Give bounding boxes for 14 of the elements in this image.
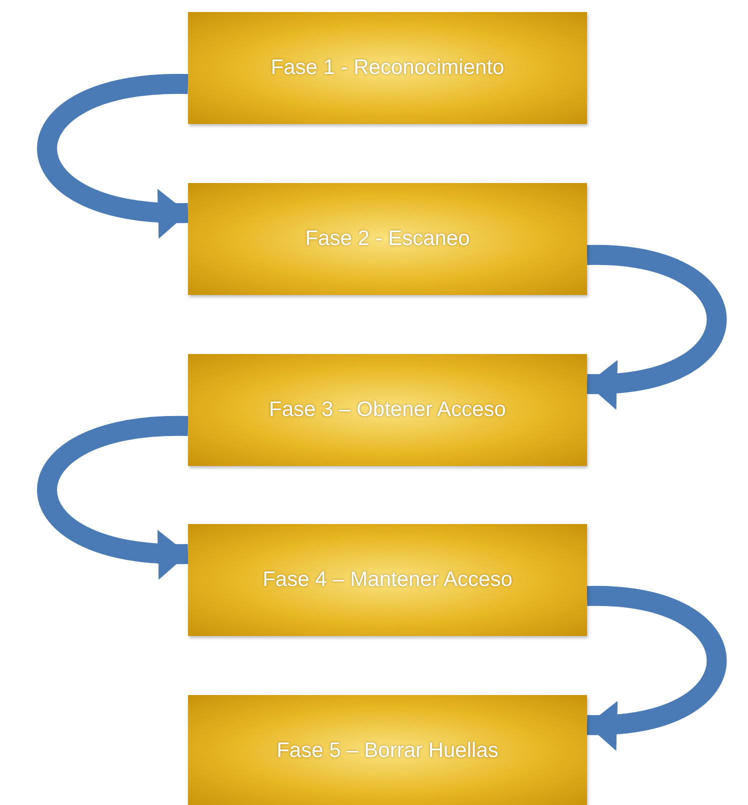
phase-box bbox=[188, 12, 587, 124]
phase-label: Fase 4 – Mantener Acceso bbox=[262, 568, 514, 592]
phase-box bbox=[188, 695, 587, 805]
phase-label: Fase 1 - Reconocimiento bbox=[270, 56, 506, 80]
phase-label: Fase 5 – Borrar Huellas bbox=[276, 739, 500, 763]
curved-arrow bbox=[37, 416, 188, 578]
curved-arrow bbox=[586, 586, 726, 749]
phase-box bbox=[188, 183, 587, 295]
phase-label: Fase 2 - Escaneo bbox=[304, 227, 471, 251]
curved-arrow bbox=[586, 245, 726, 408]
curved-arrow bbox=[37, 74, 188, 237]
phase-box bbox=[188, 524, 587, 636]
phase-label: Fase 3 – Obtener Acceso bbox=[268, 398, 507, 422]
phase-box bbox=[188, 354, 587, 466]
